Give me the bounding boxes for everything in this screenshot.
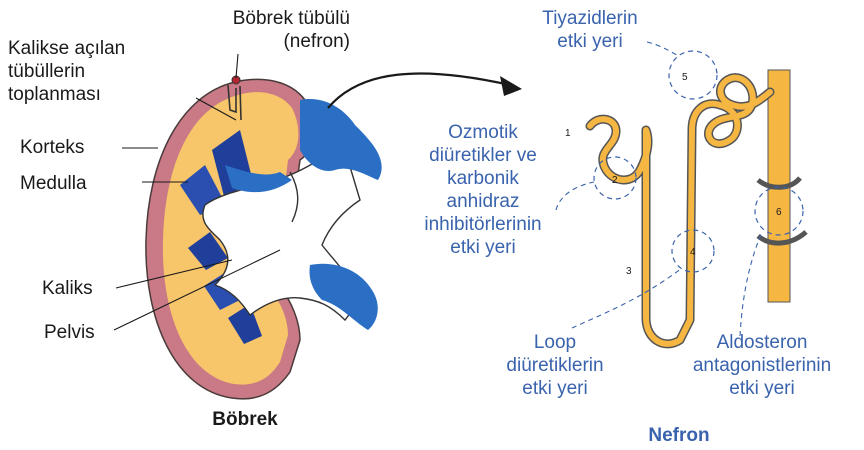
curved-arrow	[328, 73, 522, 108]
annotation-thiazide-line1: Tiyazidlerin	[535, 7, 645, 30]
label-tubule-line1: Böbrek tübülü	[150, 7, 350, 30]
label-collecting-line2: tübüllerin	[8, 60, 125, 83]
label-collecting-line1: Kalikse açılan	[8, 37, 125, 60]
annotation-osmotic-line1: Ozmotik	[398, 121, 568, 144]
site-number-3: 3	[626, 266, 632, 277]
annotation-osmotic-line5: inhibitörlerinin	[398, 213, 568, 236]
annotation-aldo-line2: antagonistlerinin	[664, 354, 860, 377]
nephron-illustration	[590, 70, 806, 344]
annotation-osmotic: Ozmotik diüretikler ve karbonik anhidraz…	[398, 121, 568, 259]
kidney-title: Böbrek	[190, 408, 300, 431]
leader-tubule	[236, 54, 238, 78]
annotation-thiazide-line2: etki yeri	[535, 30, 645, 53]
nephron-tubule-outline	[590, 78, 770, 344]
label-medulla: Medulla	[20, 172, 87, 195]
label-tubule-line2: (nefron)	[150, 30, 350, 53]
annotation-loop-line1: Loop	[480, 331, 630, 354]
annotation-leaders	[556, 42, 762, 336]
site-number-5: 5	[682, 72, 688, 83]
annotation-loop-line3: etki yeri	[480, 377, 630, 400]
leader-loop	[572, 268, 682, 328]
label-tubule: Böbrek tübülü (nefron)	[150, 7, 350, 53]
site-number-4: 4	[690, 247, 696, 258]
renal-vessel-lower	[310, 264, 378, 330]
annotation-aldo-line3: etki yeri	[664, 377, 860, 400]
annotation-loop-line2: diüretiklerin	[480, 354, 630, 377]
annotation-osmotic-line4: anhidraz	[398, 190, 568, 213]
label-cortex: Korteks	[20, 136, 84, 159]
kidney-illustration	[146, 76, 382, 399]
leader-thiazide	[647, 42, 678, 56]
site-number-6: 6	[776, 207, 782, 218]
annotation-osmotic-line6: etki yeri	[398, 236, 568, 259]
leader-aldo	[740, 232, 762, 336]
label-collecting: Kalikse açılan tübüllerin toplanması	[8, 37, 125, 106]
label-collecting-line3: toplanması	[8, 83, 125, 106]
site-circle-5	[669, 51, 717, 99]
site-number-2: 2	[612, 175, 618, 186]
annotation-osmotic-line2: diüretikler ve	[398, 144, 568, 167]
label-pelvis: Pelvis	[44, 321, 95, 344]
nephron-title: Nefron	[624, 424, 734, 447]
annotation-thiazide: Tiyazidlerin etki yeri	[535, 7, 645, 53]
annotation-aldosterone: Aldosteron antagonistlerinin etki yeri	[664, 331, 860, 400]
annotation-loop: Loop diüretiklerin etki yeri	[480, 331, 630, 400]
annotation-aldo-line1: Aldosteron	[664, 331, 860, 354]
annotation-osmotic-line3: karbonik	[398, 167, 568, 190]
label-calyx: Kaliks	[42, 277, 93, 300]
